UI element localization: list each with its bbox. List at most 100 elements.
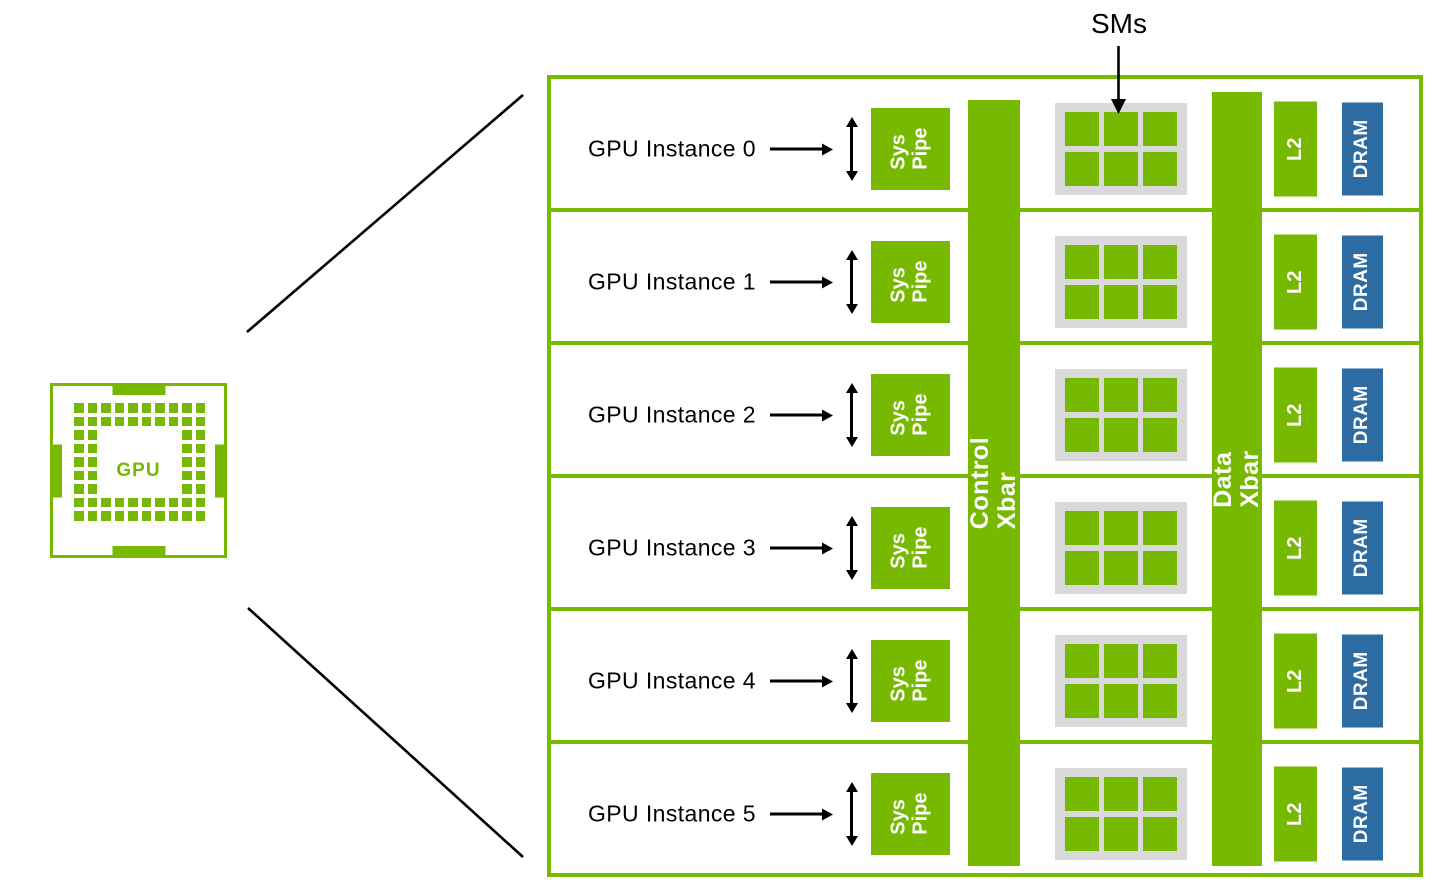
gpu-instance-label: GPU Instance 1 <box>588 268 756 295</box>
right-arrow-icon <box>770 679 822 683</box>
sys-pipe-label: Sys Pipe <box>887 526 932 570</box>
sms-label: SMs <box>1091 8 1147 39</box>
l2-label: L2 <box>1283 137 1306 161</box>
chip-die-dot <box>87 443 97 453</box>
chip-die-dot <box>195 470 205 480</box>
chip-die-dot <box>114 416 124 426</box>
chip-die-dot <box>182 497 192 507</box>
sm-square <box>1104 551 1138 585</box>
gpu-instance-label: GPU Instance 4 <box>588 667 756 694</box>
sm-square <box>1104 112 1138 146</box>
right-arrow-icon <box>770 413 822 417</box>
dram-box: DRAM <box>1342 235 1383 329</box>
sm-square <box>1104 817 1138 851</box>
chip-die-dot <box>182 443 192 453</box>
chip-die-dot <box>101 403 111 413</box>
chip-die-dot <box>74 511 84 521</box>
dram-label: DRAM <box>1351 784 1373 844</box>
sm-grid <box>1055 768 1187 860</box>
chip-die-dot <box>114 497 124 507</box>
sm-square <box>1065 817 1099 851</box>
dram-box: DRAM <box>1342 102 1383 196</box>
gpu-chip: GPU <box>50 383 227 558</box>
sm-square <box>1065 644 1099 678</box>
chip-die-dot <box>182 470 192 480</box>
chip-die-dot <box>74 403 84 413</box>
l2-cache-box: L2 <box>1274 367 1317 463</box>
sm-square <box>1104 285 1138 319</box>
gpu-instance-label: GPU Instance 5 <box>588 800 756 827</box>
dram-label: DRAM <box>1351 252 1373 312</box>
chip-die-dot <box>87 430 97 440</box>
l2-cache-box: L2 <box>1274 500 1317 596</box>
sm-square <box>1143 285 1177 319</box>
sm-grid <box>1055 369 1187 461</box>
chip-die-dot <box>155 511 165 521</box>
sm-grid <box>1055 635 1187 727</box>
dram-label: DRAM <box>1351 119 1373 179</box>
sys-pipe-label: Sys Pipe <box>887 792 932 836</box>
chip-die-dot <box>195 484 205 494</box>
chip-die-dot <box>195 430 205 440</box>
dram-label: DRAM <box>1351 518 1373 578</box>
chip-die-dot <box>182 484 192 494</box>
chip-die-dot <box>141 416 151 426</box>
gpu-chip-label: GPU <box>116 459 161 481</box>
chip-die-dot <box>141 497 151 507</box>
sm-square <box>1143 245 1177 279</box>
sm-square <box>1143 112 1177 146</box>
sm-square <box>1065 418 1099 452</box>
chip-die-dot <box>87 457 97 467</box>
chip-die-dot <box>114 511 124 521</box>
sm-square <box>1104 684 1138 718</box>
bidirectional-arrow-icon <box>850 791 853 837</box>
chip-die-dot <box>74 430 84 440</box>
gpu-chip-tab-left <box>50 444 62 497</box>
sm-square <box>1104 245 1138 279</box>
right-arrow-icon <box>770 147 822 151</box>
chip-die-dot <box>155 416 165 426</box>
l2-label: L2 <box>1283 270 1306 294</box>
gpu-instance-label: GPU Instance 3 <box>588 534 756 561</box>
gpu-instance-label: GPU Instance 2 <box>588 401 756 428</box>
chip-die-dot <box>74 416 84 426</box>
sm-square <box>1104 777 1138 811</box>
sm-square <box>1104 511 1138 545</box>
chip-die-dot <box>195 457 205 467</box>
sm-square <box>1065 378 1099 412</box>
sm-square <box>1143 684 1177 718</box>
sm-square <box>1065 112 1099 146</box>
sm-square <box>1104 152 1138 186</box>
chip-die-dot <box>182 403 192 413</box>
l2-label: L2 <box>1283 403 1306 427</box>
sys-pipe-box: Sys Pipe <box>871 507 950 589</box>
l2-cache-box: L2 <box>1274 766 1317 862</box>
sm-square <box>1065 285 1099 319</box>
chip-die-dot <box>182 511 192 521</box>
chip-die-dot <box>128 403 138 413</box>
chip-die-dot <box>87 511 97 521</box>
sm-square <box>1065 245 1099 279</box>
dram-label: DRAM <box>1351 651 1373 711</box>
sys-pipe-label: Sys Pipe <box>887 127 932 171</box>
gpu-instances-box: GPU Instance 0 Sys Pipe L2 DRAM GPU Inst… <box>547 75 1423 877</box>
chip-die-dot <box>168 497 178 507</box>
bidirectional-arrow-icon <box>850 525 853 571</box>
chip-die-dot <box>101 511 111 521</box>
dram-box: DRAM <box>1342 634 1383 728</box>
zoom-line-top <box>246 94 524 333</box>
sm-square <box>1143 511 1177 545</box>
chip-die-dot <box>114 403 124 413</box>
chip-die-dot <box>155 497 165 507</box>
chip-die-dot <box>195 416 205 426</box>
chip-die-dot <box>141 511 151 521</box>
gpu-instance-label: GPU Instance 0 <box>588 135 756 162</box>
gpu-chip-tab-top <box>112 383 165 395</box>
chip-die-dot <box>87 416 97 426</box>
sys-pipe-box: Sys Pipe <box>871 241 950 323</box>
chip-die-dot <box>128 416 138 426</box>
control-xbar-label: Control Xbar <box>966 436 1021 530</box>
dram-label: DRAM <box>1351 385 1373 445</box>
sm-square <box>1143 152 1177 186</box>
